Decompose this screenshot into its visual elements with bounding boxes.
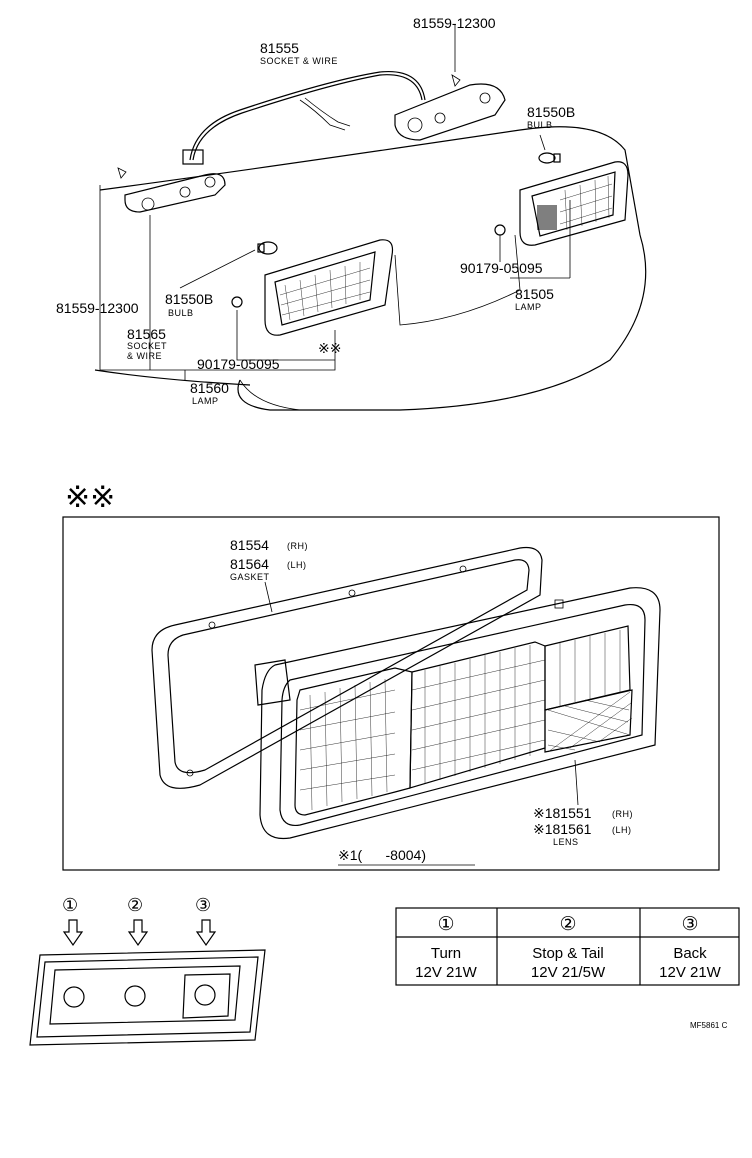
screw-left-part: 81559-12300 — [56, 300, 139, 316]
lens-name: LENS — [553, 837, 579, 847]
position-2-marker: ② — [127, 895, 143, 915]
screw-top-part: 81559-12300 — [413, 15, 496, 31]
bulb-position-diagram: ① ② ③ — [29, 895, 266, 1046]
diagram-code: MF5861 C — [690, 1021, 728, 1030]
arrow-1-icon — [62, 919, 84, 947]
gasket-lh-side: (LH) — [287, 560, 307, 570]
socket-wire-lh-name2: & WIRE — [127, 351, 162, 361]
nut-rh-part: 90179-05095 — [460, 260, 543, 276]
detail-frame — [62, 516, 720, 871]
lamp-lh-name: LAMP — [192, 396, 219, 406]
arrow-2-icon — [127, 919, 149, 947]
lens-lh-side: (LH) — [612, 825, 632, 835]
lamp-rh-name: LAMP — [515, 302, 542, 312]
table-col3-name: Back — [673, 945, 707, 962]
detail-marker: ※※ — [65, 481, 115, 514]
socket-wire-upper — [182, 70, 506, 165]
table-col1-name: Turn — [431, 945, 461, 962]
nut-lh-part: 90179-05095 — [197, 356, 280, 372]
leader-lines-top — [99, 25, 571, 380]
table-col1-num: ① — [437, 914, 454, 935]
socket-wire-lh-part: 81565 — [127, 326, 166, 342]
gasket-name: GASKET — [230, 572, 270, 582]
lens-housing — [254, 587, 661, 840]
bulb-rh-part: 81550B — [527, 104, 575, 120]
gasket-rh-side: (RH) — [287, 541, 308, 551]
leader-lines-detail — [264, 581, 579, 806]
bulb-lh-name: BULB — [168, 308, 194, 318]
lamp-rh-part: 81505 — [515, 286, 554, 302]
socket-wire-lh-name1: SOCKET — [127, 341, 167, 351]
gasket — [151, 546, 543, 789]
bulb-lh — [257, 241, 278, 255]
table-col2-num: ② — [559, 914, 576, 935]
socket-wire-left — [117, 167, 226, 213]
position-3-marker: ③ — [195, 895, 211, 915]
socket-wire-top-part: 81555 — [260, 40, 299, 56]
lens-rh-part: ※181551 — [533, 805, 592, 821]
table-col2-spec: 12V 21/5W — [531, 964, 606, 981]
position-1-marker: ① — [62, 895, 78, 915]
gasket-rh-part: 81554 — [230, 537, 269, 553]
socket-wire-top-name: SOCKET & WIRE — [260, 56, 338, 66]
bulb-lh-part: 81550B — [165, 291, 213, 307]
table-col1-spec: 12V 21W — [415, 964, 478, 981]
table-col3-num: ③ — [681, 914, 698, 935]
table-col2-name: Stop & Tail — [532, 945, 603, 962]
arrow-3-icon — [195, 919, 217, 947]
lens-rh-side: (RH) — [612, 809, 633, 819]
lamp-rh — [494, 161, 629, 246]
lamp-lh-part: 81560 — [190, 380, 229, 396]
vehicle-body-outline — [94, 126, 647, 411]
detail-marker-top: ※※ — [318, 340, 341, 356]
bulb-rh — [538, 152, 561, 164]
gasket-lh-part: 81564 — [230, 556, 269, 572]
table-col3-spec: 12V 21W — [659, 964, 722, 981]
bulb-rh-name: BULB — [527, 120, 553, 130]
lens-lh-part: ※181561 — [533, 821, 592, 837]
detail-footnote: ※1( -8004) — [338, 847, 426, 863]
bulb-table: ① ② ③ Turn Stop & Tail Back 12V 21W 12V … — [395, 907, 740, 986]
lamp-lh — [231, 239, 394, 336]
